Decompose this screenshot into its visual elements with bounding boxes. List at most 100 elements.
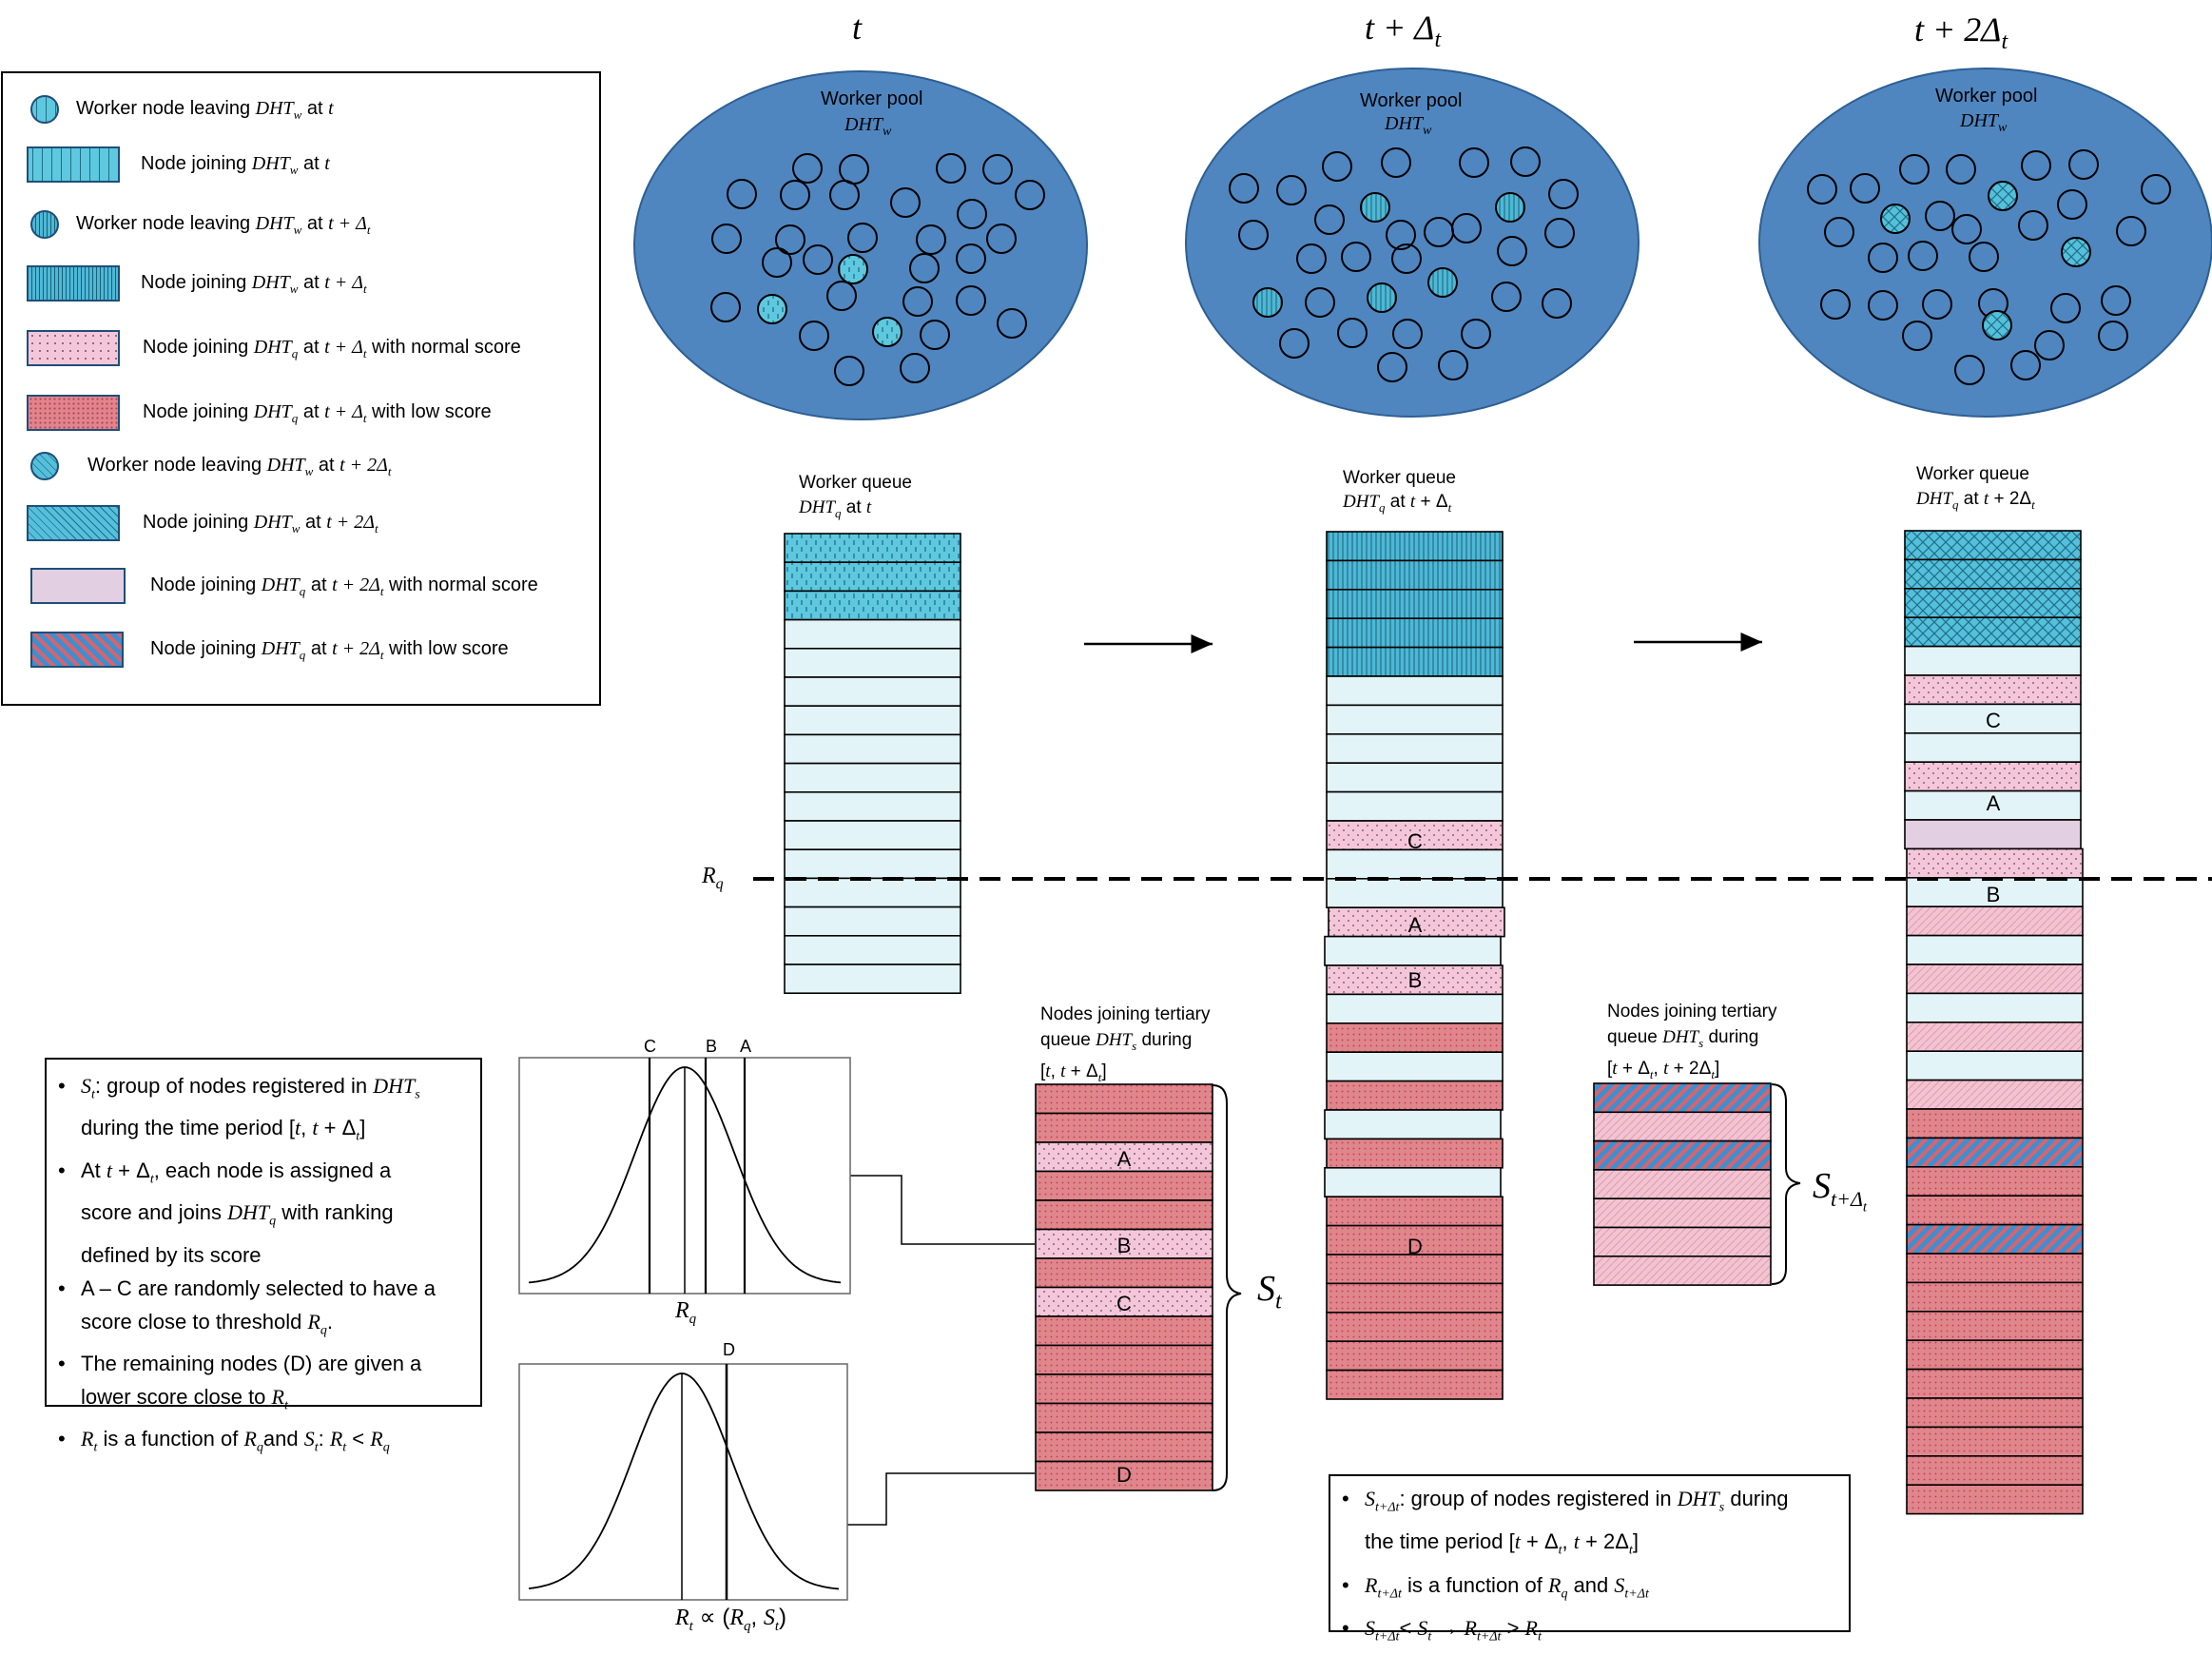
queue-t-2dt-cell bbox=[1906, 1050, 2084, 1081]
worker-node-icon bbox=[2057, 189, 2087, 220]
worker-node-leaving-icon bbox=[1982, 310, 2012, 341]
worker-pool-t-2dt bbox=[1758, 68, 2212, 418]
worker-node-icon bbox=[1386, 220, 1416, 250]
worker-node-icon bbox=[2068, 149, 2099, 180]
tertiary-st-cell bbox=[1035, 1228, 1213, 1259]
queue-t-dt-cell bbox=[1326, 732, 1504, 764]
worker-node-leaving-icon bbox=[757, 294, 787, 324]
queue-t-dt-cell bbox=[1326, 877, 1504, 908]
queue-t-dt-cell bbox=[1326, 1282, 1504, 1314]
worker-node-icon bbox=[1925, 201, 1955, 231]
tertiary-st-dt-cell bbox=[1593, 1197, 1772, 1229]
worker-node-leaving-icon bbox=[838, 254, 868, 284]
tertiary-st-cell bbox=[1035, 1112, 1213, 1143]
queue-t-2dt-cell bbox=[1904, 530, 2082, 561]
worker-node-leaving-icon bbox=[1880, 204, 1911, 234]
queue-t-2dt-cell bbox=[1904, 587, 2082, 618]
worker-node-icon bbox=[1461, 319, 1491, 349]
worker-node-icon bbox=[986, 224, 1017, 254]
queue-t-2dt-cell bbox=[1906, 964, 2084, 995]
worker-pool-t bbox=[633, 70, 1088, 420]
tertiary-st-dt-cell bbox=[1593, 1082, 1772, 1114]
tertiary-st-cell bbox=[1035, 1141, 1213, 1173]
queue-t-2dt-cell bbox=[1904, 761, 2082, 792]
worker-node-icon bbox=[920, 320, 950, 350]
queue-t-2dt-cell bbox=[1904, 645, 2082, 676]
queue-t-2dt-cell bbox=[1906, 876, 2084, 907]
queue-t-2dt-cell bbox=[1906, 1223, 2084, 1255]
worker-node-icon bbox=[829, 180, 860, 210]
queue-t-dt-cell bbox=[1324, 935, 1502, 966]
worker-node-icon bbox=[2021, 150, 2051, 181]
tertiary-st-cell bbox=[1035, 1170, 1213, 1201]
queue-t-cell bbox=[784, 877, 961, 908]
worker-node-leaving-icon bbox=[1360, 192, 1390, 223]
worker-node-icon bbox=[1868, 290, 1898, 321]
worker-node-icon bbox=[997, 308, 1027, 339]
queue-t-2dt-cell bbox=[1904, 616, 2082, 648]
worker-node-icon bbox=[1377, 352, 1407, 382]
tertiary-st-cell bbox=[1035, 1083, 1213, 1115]
worker-node-icon bbox=[2101, 285, 2131, 316]
brace-st-dt bbox=[1771, 1083, 1801, 1285]
worker-node-icon bbox=[780, 180, 810, 210]
queue-t-dt-cell bbox=[1326, 646, 1504, 677]
worker-node-icon bbox=[1314, 204, 1345, 235]
worker-node-leaving-icon bbox=[2061, 237, 2091, 267]
worker-node-icon bbox=[1824, 217, 1854, 247]
worker-node-icon bbox=[1305, 287, 1335, 318]
queue-t-dt-cell bbox=[1326, 820, 1504, 851]
worker-node-icon bbox=[1807, 174, 1837, 204]
queue-t-cell bbox=[784, 790, 961, 822]
queue-t-2dt-cell bbox=[1906, 905, 2084, 937]
worker-node-icon bbox=[1542, 288, 1572, 319]
worker-node-icon bbox=[2010, 350, 2041, 380]
worker-node-icon bbox=[1438, 350, 1468, 380]
worker-node-leaving-icon bbox=[1252, 287, 1283, 318]
queue-t-dt-cell bbox=[1326, 1022, 1504, 1054]
worker-node-icon bbox=[1868, 243, 1898, 273]
worker-node-leaving-icon bbox=[1988, 181, 2018, 211]
worker-node-icon bbox=[916, 224, 946, 255]
worker-node-leaving-icon bbox=[1495, 192, 1525, 223]
worker-node-icon bbox=[1276, 175, 1307, 205]
queue-t-2dt-cell bbox=[1906, 1108, 2084, 1139]
worker-queue-t-dt bbox=[1324, 531, 1505, 1400]
queue-t-dt-cell bbox=[1326, 762, 1504, 793]
brace-st bbox=[1212, 1084, 1242, 1491]
worker-node-icon bbox=[1229, 173, 1259, 204]
queue-t-2dt-cell bbox=[1904, 789, 2082, 821]
queue-t-dt-cell bbox=[1326, 1254, 1504, 1285]
worker-node-icon bbox=[1459, 147, 1489, 178]
worker-node-icon bbox=[2018, 210, 2048, 241]
queue-t-dt-cell bbox=[1326, 1369, 1504, 1400]
worker-node-icon bbox=[1491, 282, 1522, 312]
queue-t-cell bbox=[784, 705, 961, 736]
queue-t-cell bbox=[784, 905, 961, 937]
worker-node-icon bbox=[1015, 180, 1045, 210]
tertiary-st-cell bbox=[1035, 1373, 1213, 1405]
queue-t-dt-cell bbox=[1326, 1051, 1504, 1082]
queue-t-2dt-cell bbox=[1906, 1079, 2084, 1110]
queue-t-cell bbox=[784, 618, 961, 650]
worker-pool-t-dt bbox=[1185, 68, 1640, 418]
queue-t-2dt-cell bbox=[1906, 992, 2084, 1023]
worker-node-icon bbox=[1908, 241, 1938, 271]
worker-node-icon bbox=[956, 243, 986, 274]
queue-t-dt-cell bbox=[1326, 588, 1504, 619]
queue-t-2dt-cell bbox=[1906, 1311, 2084, 1342]
worker-node-icon bbox=[834, 356, 864, 386]
worker-queue-t-2dt bbox=[1904, 530, 2084, 1515]
tertiary-queue-st-dt bbox=[1593, 1082, 1772, 1286]
queue-t-dt-cell bbox=[1326, 1340, 1504, 1372]
queue-t-dt-cell bbox=[1326, 1196, 1504, 1227]
queue-t-dt-cell bbox=[1326, 704, 1504, 735]
worker-node-icon bbox=[1946, 154, 1976, 185]
worker-node-icon bbox=[799, 321, 829, 351]
queue-t-2dt-cell bbox=[1906, 1368, 2084, 1399]
queue-t-cell bbox=[784, 848, 961, 880]
worker-node-icon bbox=[1899, 154, 1930, 185]
worker-node-icon bbox=[1341, 242, 1371, 272]
worker-node-icon bbox=[1544, 218, 1575, 248]
queue-t-2dt-cell bbox=[1906, 1022, 2084, 1053]
